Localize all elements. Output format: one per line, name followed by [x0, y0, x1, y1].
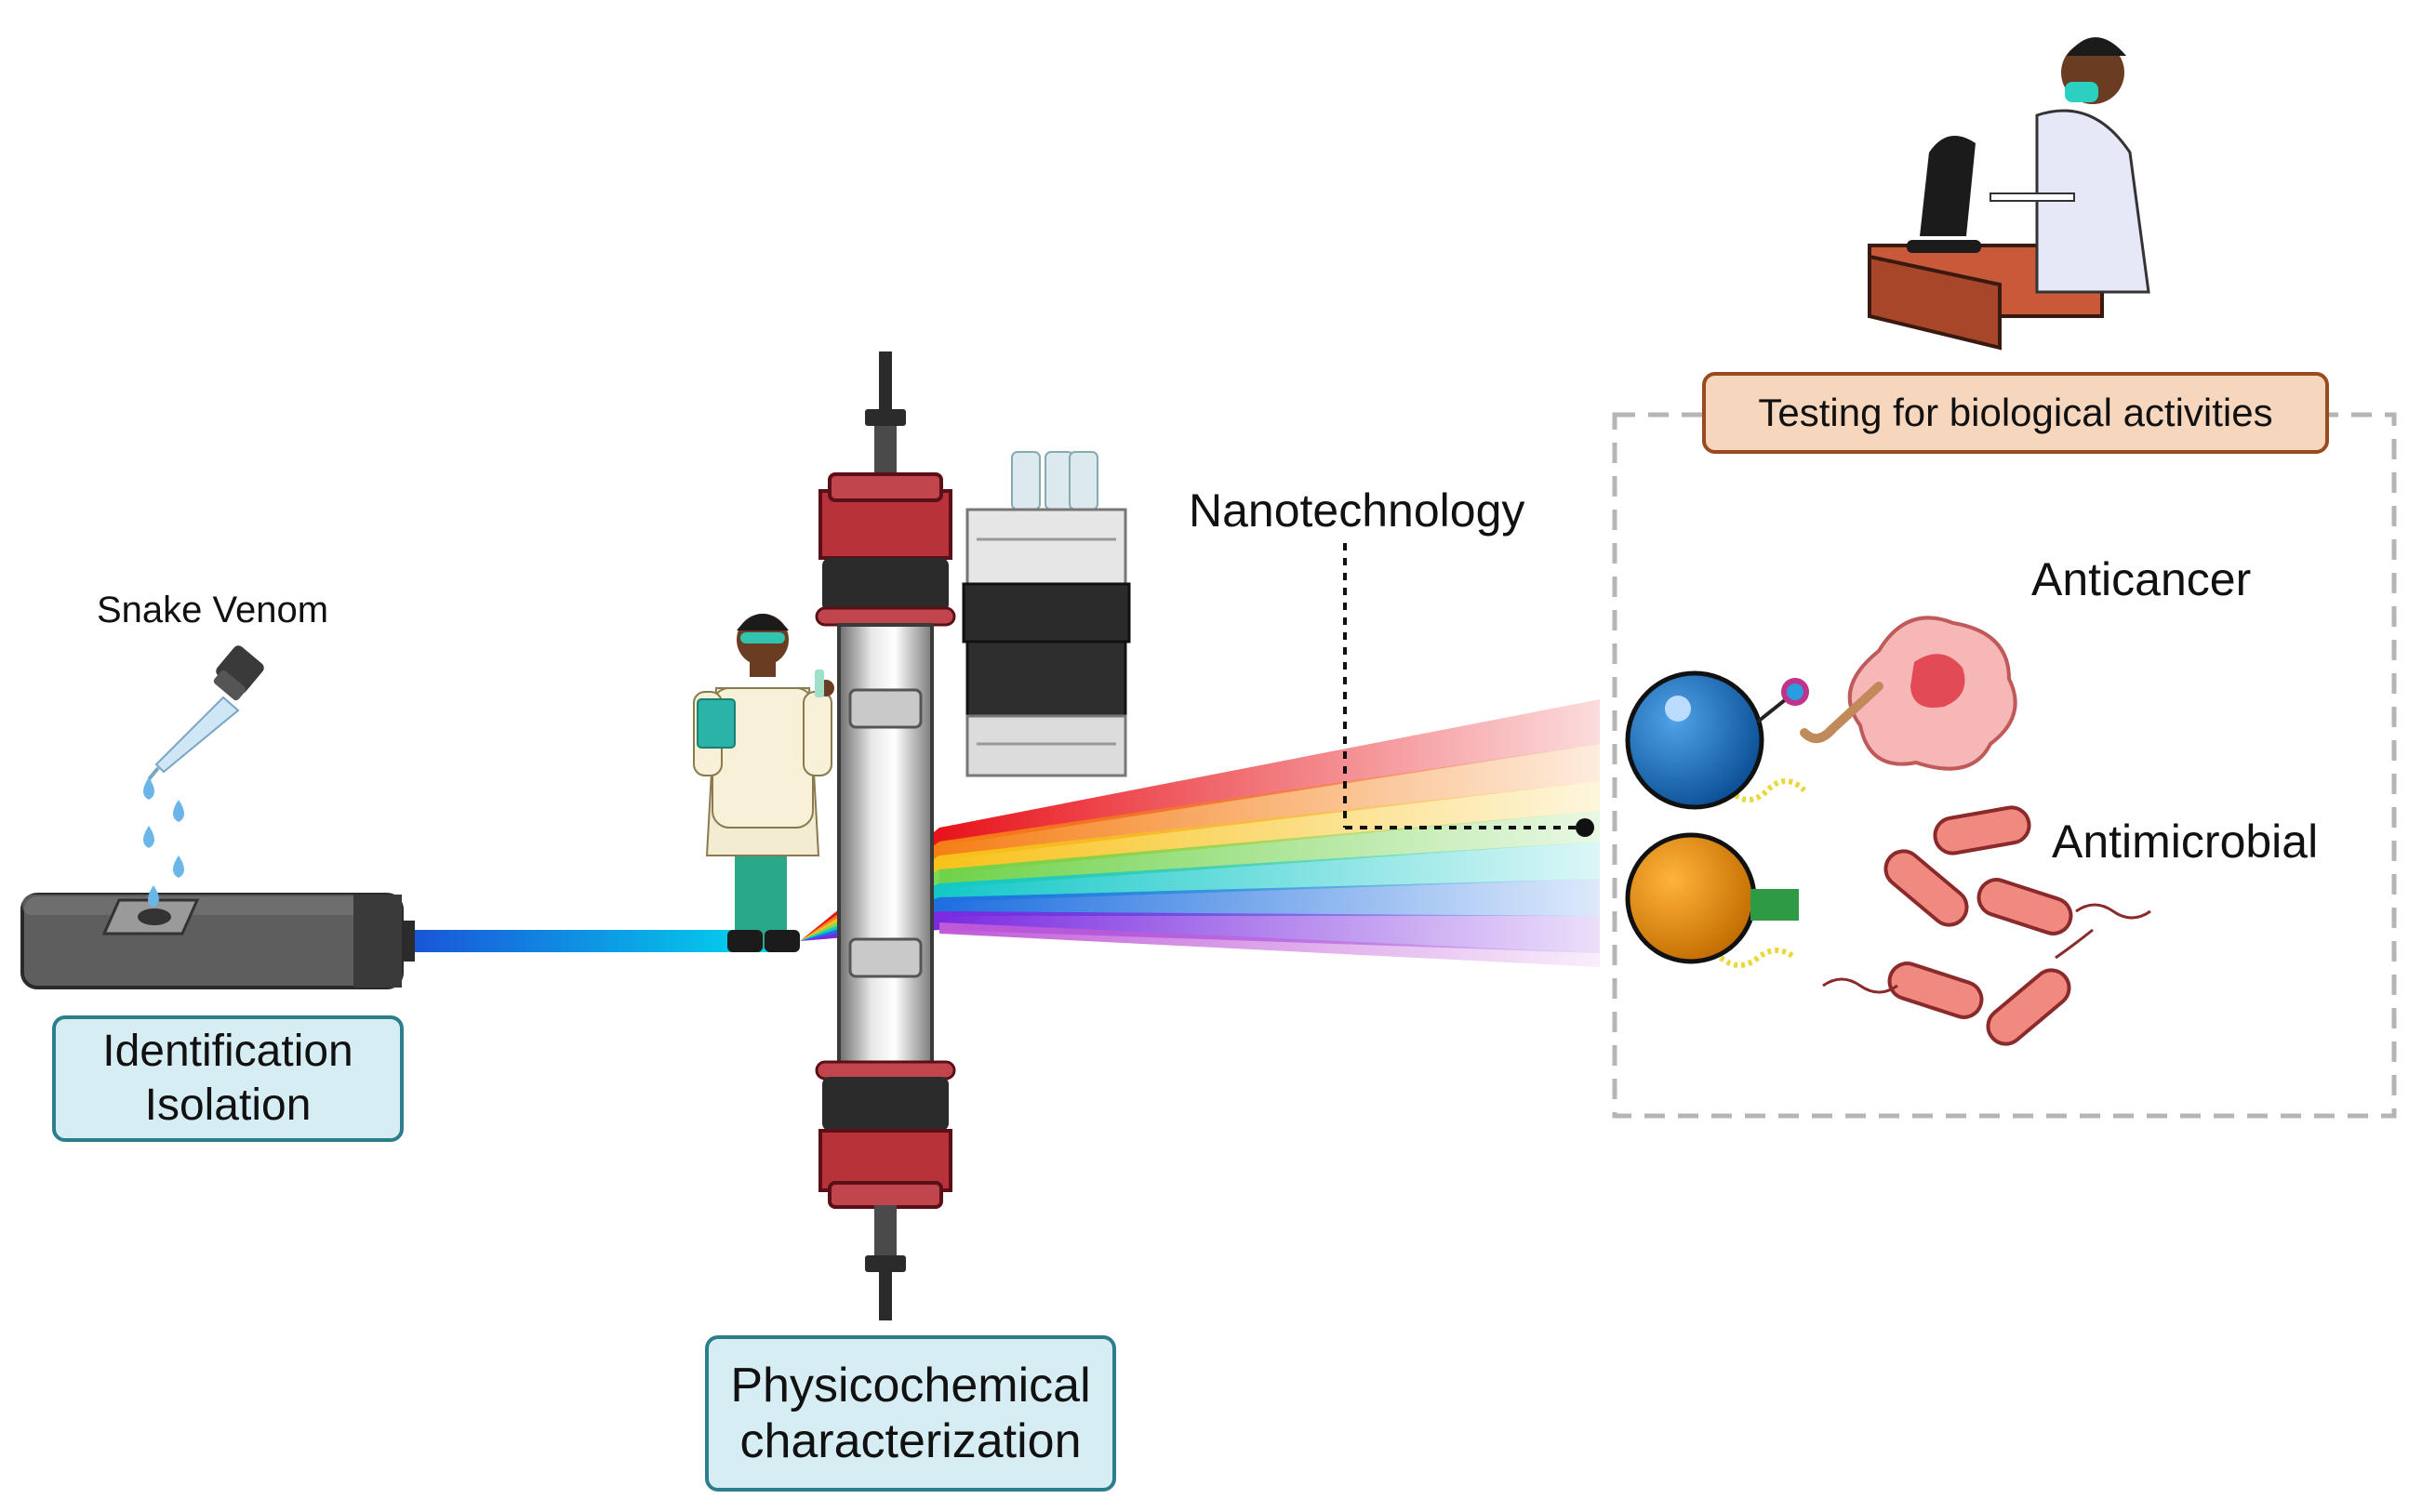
microscope-scientist: [1868, 37, 2150, 351]
identification-isolation-box: Identification Isolation: [52, 1015, 404, 1142]
cancer-cell-icon: [1800, 616, 2017, 771]
venom-drops: [143, 777, 184, 908]
light-source-device: [20, 893, 415, 989]
testing-biological-activities-box: Testing for biological activities: [1702, 372, 2329, 454]
characterization-text: characterization: [739, 1414, 1082, 1468]
physicochemical-text: Physicochemical: [730, 1359, 1091, 1413]
dropper-icon: [147, 645, 264, 781]
rainbow-spectrum: [800, 699, 1600, 967]
physicochemical-characterization-box: Physicochemical characterization: [705, 1335, 1116, 1492]
anticancer-label: Anticancer: [2031, 553, 2252, 605]
nanoparticle-blue: [1625, 670, 1809, 810]
hplc-instrument: [962, 451, 1131, 777]
isolation-text: Isolation: [144, 1081, 312, 1130]
chromatography-column: [815, 351, 956, 1320]
snake-venom-label: Snake Venom: [97, 590, 329, 630]
identification-text: Identification: [102, 1027, 353, 1076]
bacteria-icon: [1883, 805, 2073, 1046]
nanotech-pointer-dot: [1576, 818, 1594, 837]
testing-text: Testing for biological activities: [1758, 391, 2273, 434]
bacteria-flagella: [1822, 903, 2151, 994]
scientist-figure: [693, 614, 834, 952]
nanotechnology-label: Nanotechnology: [1189, 484, 1525, 537]
nanoparticle-orange: [1625, 832, 1799, 968]
antimicrobial-label: Antimicrobial: [2052, 816, 2319, 868]
